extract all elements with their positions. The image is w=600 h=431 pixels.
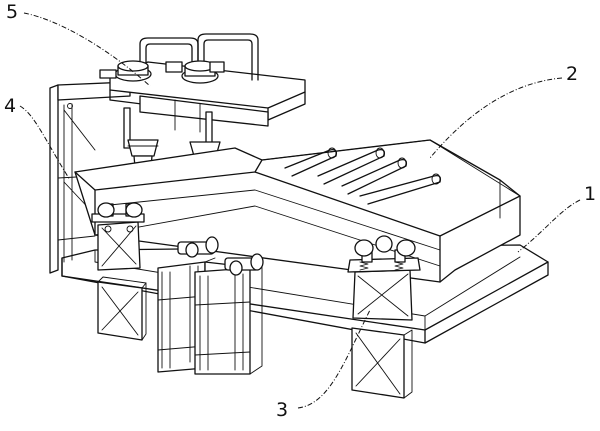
callout-3: 3	[276, 399, 288, 421]
leader-4	[19, 105, 71, 181]
feeder-housing	[99, 33, 306, 133]
leader-1	[517, 199, 581, 253]
callout-4: 4	[4, 95, 16, 117]
callout-1: 1	[584, 183, 596, 205]
leader-2	[429, 77, 563, 159]
vibrator-stands	[157, 236, 264, 375]
left-spring-mount	[91, 202, 145, 271]
callout-leaders	[19, 12, 581, 409]
support-legs	[97, 276, 413, 399]
leader-5	[23, 12, 151, 87]
callout-2: 2	[566, 63, 578, 85]
screen-rollers	[284, 147, 442, 205]
right-spring-mount	[347, 235, 421, 321]
callout-5: 5	[6, 1, 18, 23]
leader-3	[297, 309, 371, 409]
